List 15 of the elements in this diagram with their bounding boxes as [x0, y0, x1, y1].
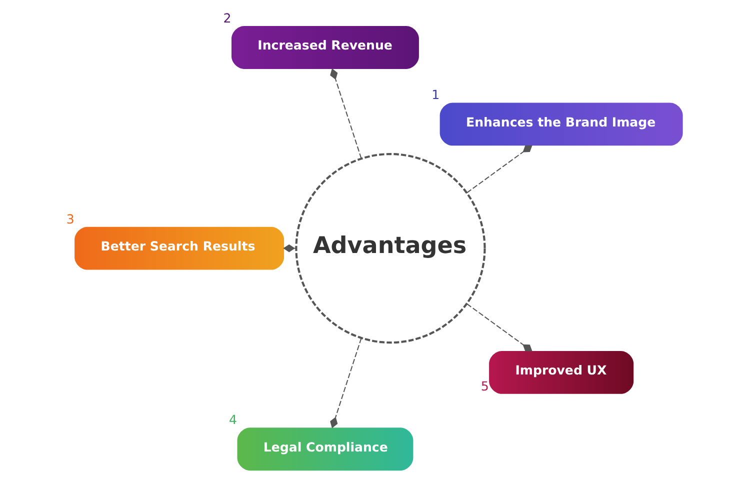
connector	[283, 244, 296, 252]
connector	[330, 68, 362, 159]
node-label: 5	[480, 378, 489, 394]
connector	[330, 338, 362, 428]
node-label: 3	[66, 211, 74, 226]
node-box: Better Search Results	[74, 226, 284, 270]
connector	[466, 145, 532, 194]
node-box: Increased Revenue	[231, 26, 419, 69]
node-box: Legal Compliance	[237, 428, 414, 471]
node-box: Enhances the Brand Image	[440, 102, 683, 146]
connector	[466, 303, 532, 352]
node-label: 1	[432, 87, 440, 102]
node-label: 4	[229, 412, 238, 428]
node-box: Improved UX	[489, 350, 634, 394]
node-label: 2	[223, 10, 232, 26]
